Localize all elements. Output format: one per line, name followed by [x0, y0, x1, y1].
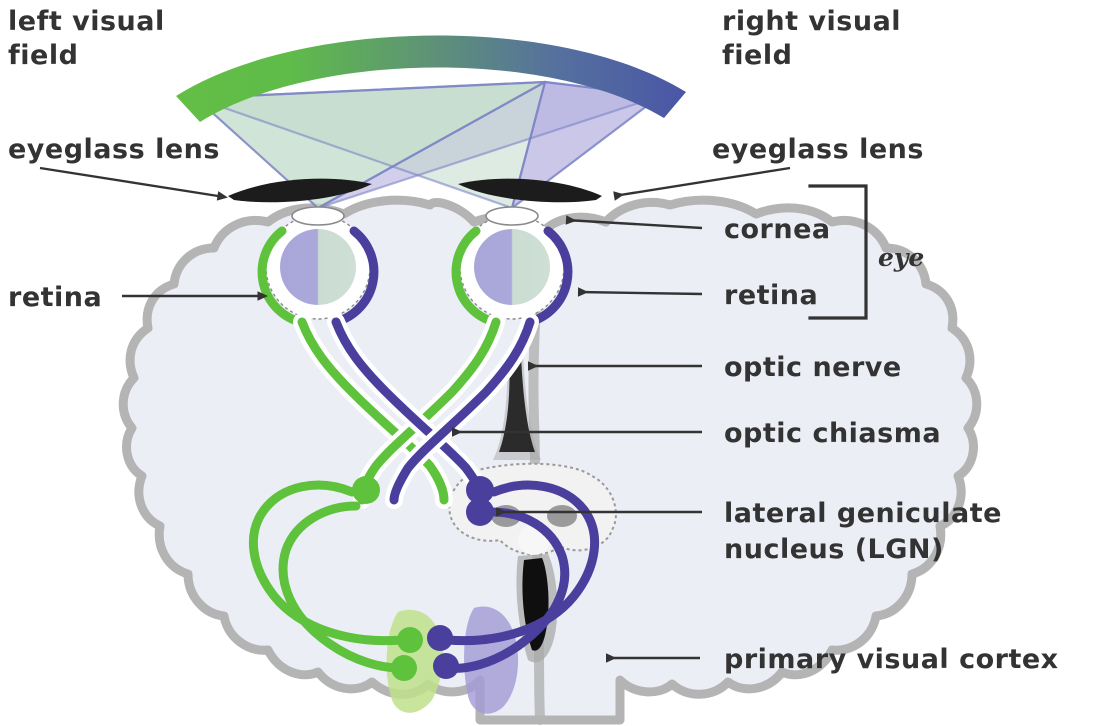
retina-green-left: [257, 226, 305, 327]
eye-bracket: [808, 184, 868, 320]
label-right-visual-field-line2: field: [722, 40, 792, 71]
leader-eyeglass-left: [39, 166, 228, 201]
cortex-dot-purple-1: [427, 625, 453, 651]
retina-purple-left: [331, 226, 379, 327]
eyeglass-lens-right: [458, 178, 602, 203]
lgn-node-purple-2: [466, 498, 494, 526]
label-cornea: cornea: [724, 214, 831, 245]
label-eyeglass-lens-left: eyeglass lens: [8, 134, 220, 165]
lgn-node-green: [352, 476, 380, 504]
eyeglass-lens-left: [228, 178, 372, 203]
label-optic-nerve: optic nerve: [724, 352, 902, 383]
label-optic-chiasma: optic chiasma: [724, 418, 941, 449]
cornea-left: [291, 206, 345, 226]
retina-purple-right: [525, 226, 573, 327]
label-retina-left: retina: [8, 282, 102, 313]
cortex-dot-green-1: [397, 627, 423, 653]
purple-visual-pathway: [327, 313, 600, 679]
label-primary-visual-cortex: primary visual cortex: [724, 644, 1059, 675]
label-eye-bracket: eye: [878, 243, 924, 272]
leader-eyeglass-right: [613, 166, 791, 201]
light-ray-cones: [193, 80, 663, 211]
label-eyeglass-lens-right: eyeglass lens: [712, 134, 924, 165]
eye-left: [257, 206, 379, 327]
cortex-dot-purple-2: [433, 653, 459, 679]
leader-retina-right: [577, 287, 703, 297]
visual-field-arc: [176, 35, 686, 122]
label-left-visual-field-line1: left visual: [8, 6, 165, 37]
cortex-dot-green-2: [391, 655, 417, 681]
eye-right: [451, 206, 573, 327]
leader-cornea: [565, 215, 703, 230]
label-lgn-line2: nucleus (LGN): [724, 534, 944, 565]
retina-green-right: [451, 226, 499, 327]
label-lgn-line1: lateral geniculate: [724, 498, 1002, 529]
label-left-visual-field-line2: field: [8, 40, 78, 71]
label-retina-right: retina: [724, 280, 818, 311]
cornea-right: [485, 206, 539, 226]
leader-lines: [39, 166, 791, 663]
lgn-node-purple-1: [466, 476, 494, 504]
label-right-visual-field-line1: right visual: [722, 6, 901, 37]
